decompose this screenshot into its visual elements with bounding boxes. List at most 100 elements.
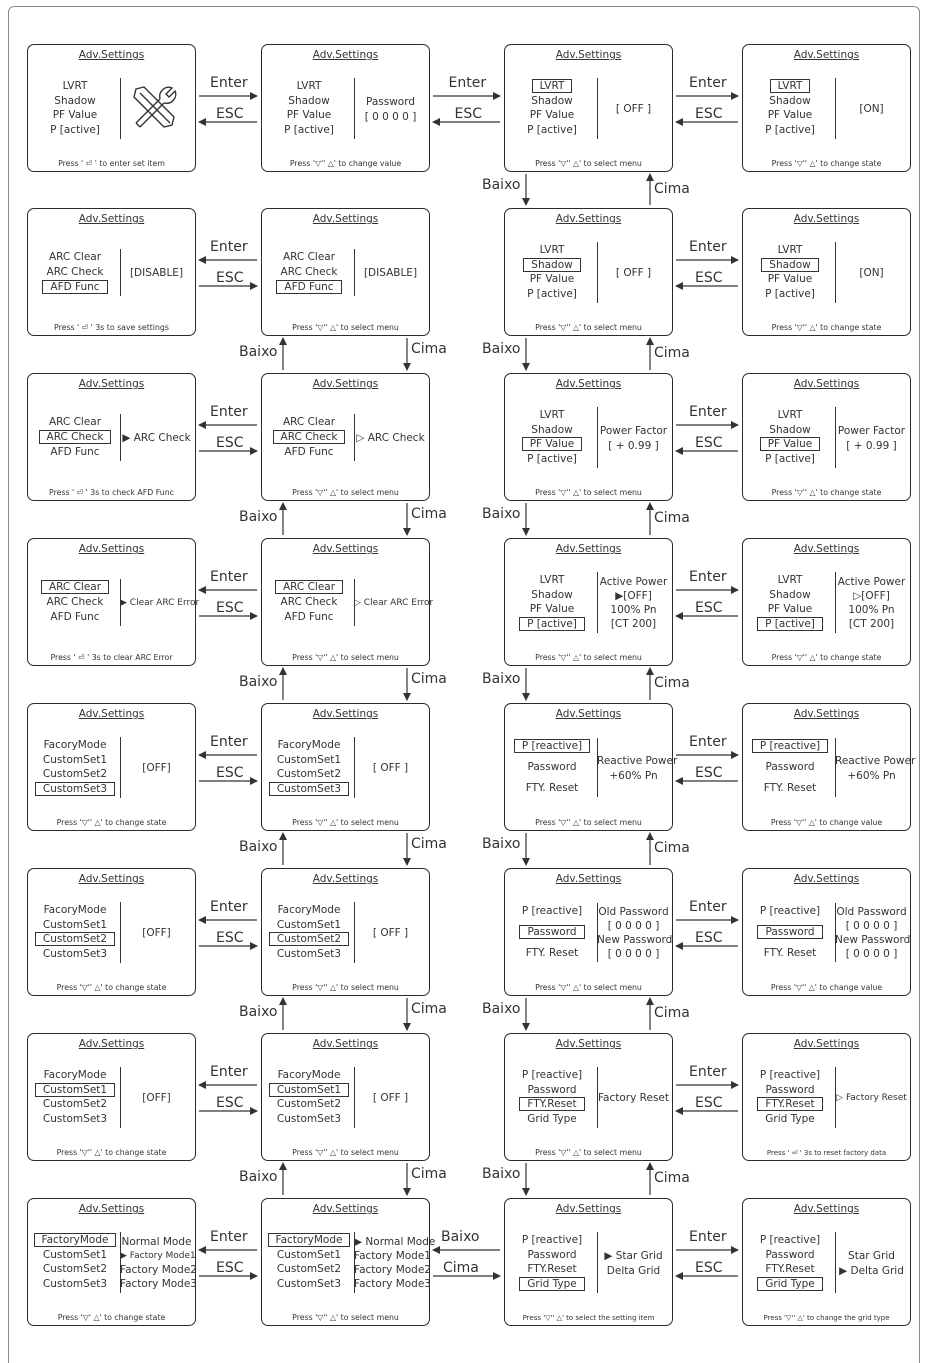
value-panel: [DISABLE] — [354, 209, 427, 335]
menu-item: CustomSet3 — [42, 1112, 108, 1125]
value-text: [ OFF ] — [615, 103, 652, 115]
value-text: Delta Grid — [606, 1264, 661, 1277]
value-text: [ 0 0 0 0 ] — [845, 920, 898, 932]
value-text: Star Grid — [848, 1249, 895, 1262]
footer-hint: Press ' ⏎ ' 3s to save settings — [54, 323, 169, 332]
menu-item: PF Value — [767, 603, 813, 616]
menu-item: CustomSet3 — [276, 1277, 342, 1290]
menu-item: ARC Check — [46, 266, 104, 278]
menu-item: PF Value — [529, 273, 575, 286]
value-text: Normal Mode — [121, 1236, 192, 1248]
menu-item: CustomSet2 — [30, 932, 120, 947]
value-text: ▶[OFF] — [615, 590, 652, 602]
menu-item: PF Value — [507, 437, 597, 452]
value-text: Factory Mode2 — [120, 1264, 197, 1276]
enter-label: Enter — [689, 1229, 727, 1245]
esc-label: ESC — [216, 930, 244, 946]
cima-label: Cima — [654, 1170, 690, 1186]
screen-title: Adv.Settings — [555, 213, 622, 225]
menu-item: PF Value — [52, 109, 98, 122]
footer-hint: Press '▽'' △' to change state — [771, 653, 882, 662]
cima-label: Cima — [654, 840, 690, 856]
baixo-label: Baixo — [482, 341, 521, 357]
menu-item: FacoryMode — [277, 904, 341, 917]
value-panel: ▶ ARC Check — [120, 374, 193, 500]
value-panel: Active Power▷[OFF]100% Pn[CT 200] — [835, 539, 908, 665]
menu-item: P [reactive] — [521, 1069, 583, 1082]
value-text: Old Password — [836, 906, 907, 918]
value-text: Reactive Power — [597, 754, 678, 767]
menu-item: CustomSet3 — [42, 947, 108, 960]
menu-divider — [120, 249, 121, 296]
value-text: [ OFF ] — [372, 1092, 409, 1104]
value-text: [OFF] — [142, 762, 171, 774]
menu-divider — [120, 1067, 121, 1128]
menu-item: P [reactive] — [759, 905, 821, 917]
menu-item: CustomSet2 — [42, 1098, 108, 1111]
value-text: ▶ Factory Mode1 — [120, 1251, 196, 1261]
baixo-label: Baixo — [239, 509, 278, 525]
menu-item: FacoryMode — [43, 739, 107, 752]
menu-item: Shadow — [531, 588, 573, 601]
footer-hint: Press '▽'' △' to change state — [771, 323, 882, 332]
value-text: [CT 200] — [848, 618, 895, 630]
menu-item: Password — [765, 761, 815, 773]
menu-item: ARC Check — [46, 596, 104, 608]
menu-item: P [active] — [765, 123, 815, 136]
menu-divider — [597, 1067, 598, 1128]
esc-label: ESC — [695, 1095, 723, 1111]
footer-hint: Press '▽' △' to change state — [57, 1313, 166, 1322]
esc-label: ESC — [216, 106, 244, 122]
footer-hint: Press '▽'' △' to change the grid type — [763, 1314, 890, 1322]
enter-label: Enter — [210, 569, 248, 585]
menu-divider — [597, 78, 598, 139]
cima-label: Cima — [411, 506, 447, 522]
enter-label: Enter — [689, 239, 727, 255]
esc-label: ESC — [695, 435, 723, 451]
menu-item: Password — [527, 761, 577, 773]
menu-item: FTY.Reset — [507, 1097, 597, 1112]
menu-item: P [active] — [527, 452, 577, 465]
value-text: [OFF] — [142, 927, 171, 939]
esc-label: ESC — [695, 106, 723, 122]
menu-item: CustomSet1 — [42, 753, 108, 766]
baixo-label: Baixo — [239, 1169, 278, 1185]
cima-label: Cima — [654, 675, 690, 691]
baixo-label: Baixo — [239, 1004, 278, 1020]
value-panel: Power Factor[ + 0.99 ] — [835, 374, 908, 500]
menu-item: LVRT — [507, 79, 597, 94]
screen-title: Adv.Settings — [793, 1038, 860, 1050]
value-panel: [ON] — [835, 45, 908, 171]
value-panel: ▷ Clear ARC Error — [354, 539, 433, 665]
screen-title: Adv.Settings — [555, 543, 622, 555]
menu-item: FTY.Reset — [527, 1263, 577, 1276]
cima-label: Cima — [411, 671, 447, 687]
value-text: [ 0 0 0 0 ] — [845, 948, 898, 960]
menu-item: CustomSet3 — [30, 781, 120, 796]
menu-item: CustomSet3 — [276, 1112, 342, 1125]
menu-divider — [354, 1067, 355, 1128]
baixo-label: Baixo — [482, 177, 521, 193]
value-panel: Old Password[ 0 0 0 0 ]New Password[ 0 0… — [597, 869, 672, 995]
enter-label: Enter — [210, 899, 248, 915]
menu-item: CustomSet1 — [42, 918, 108, 931]
menu-divider — [835, 242, 836, 303]
menu-item: FacoryMode — [277, 1069, 341, 1082]
menu-item: CustomSet2 — [276, 1098, 342, 1111]
